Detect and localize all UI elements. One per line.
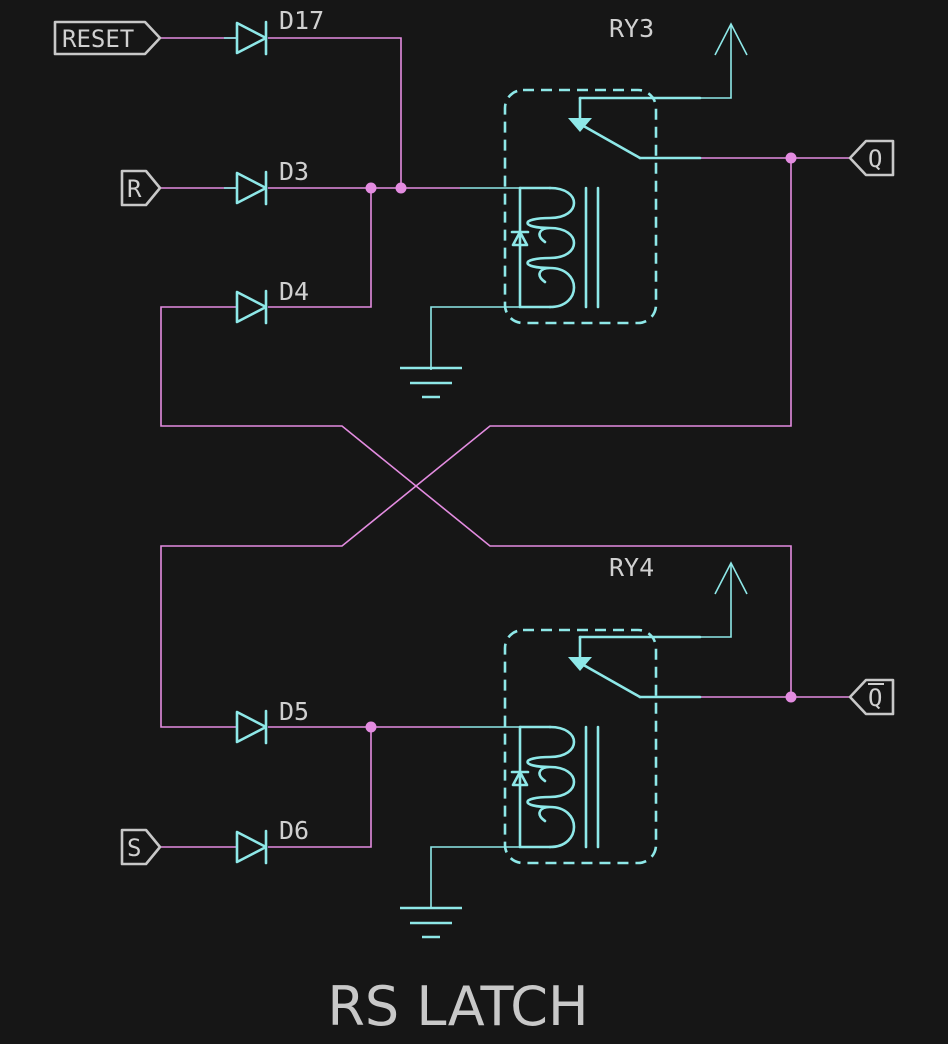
relay-ry4-frame bbox=[503, 628, 658, 865]
wire-q-feedback bbox=[160, 158, 792, 728]
diode-d4-label: D4 bbox=[279, 277, 309, 306]
diode-d3[interactable]: D3 bbox=[224, 157, 309, 206]
diode-d6[interactable]: D6 bbox=[235, 816, 309, 865]
junction-d4 bbox=[365, 182, 377, 194]
port-q-bar[interactable]: Q bbox=[848, 678, 895, 716]
junction-q bbox=[785, 152, 797, 164]
port-reset[interactable]: RESET bbox=[53, 20, 162, 56]
port-q[interactable]: Q bbox=[848, 139, 895, 177]
wire-d17-out bbox=[268, 37, 402, 188]
relay-ry3[interactable]: RY3 bbox=[400, 14, 748, 399]
junction-d6 bbox=[365, 721, 377, 733]
relay-ry3-coil bbox=[526, 186, 576, 309]
relay-ry3-label: RY3 bbox=[609, 14, 654, 43]
diode-d6-label: D6 bbox=[279, 816, 309, 845]
relay-ry3-frame bbox=[503, 88, 658, 325]
wire-d6-out bbox=[268, 727, 372, 848]
wire-d4-in bbox=[160, 306, 792, 697]
port-reset-label: RESET bbox=[62, 25, 134, 53]
diode-d5[interactable]: D5 bbox=[235, 697, 309, 745]
junctions bbox=[365, 152, 797, 733]
junction-qbar bbox=[785, 691, 797, 703]
diode-d17-label: D17 bbox=[279, 6, 324, 35]
diode-d17[interactable]: D17 bbox=[224, 6, 324, 56]
wires bbox=[160, 37, 850, 848]
port-r[interactable]: R bbox=[120, 169, 162, 207]
relay-ry4-coil bbox=[526, 725, 576, 849]
port-s[interactable]: S bbox=[120, 828, 162, 866]
ground-icon bbox=[400, 366, 462, 399]
diode-d3-label: D3 bbox=[279, 157, 309, 186]
relay-ry4[interactable]: RY4 bbox=[400, 553, 748, 939]
port-q-label: Q bbox=[868, 145, 882, 173]
page-title: RS LATCH bbox=[327, 975, 588, 1038]
relay-ry4-label: RY4 bbox=[609, 553, 654, 582]
port-q-bar-label: Q bbox=[868, 684, 882, 712]
ground-icon bbox=[400, 906, 462, 939]
diode-d5-label: D5 bbox=[279, 697, 309, 726]
port-r-label: R bbox=[127, 175, 142, 203]
junction-d17 bbox=[395, 182, 407, 194]
wire-d4-out bbox=[268, 188, 372, 308]
port-s-label: S bbox=[127, 834, 141, 862]
diode-d4[interactable]: D4 bbox=[235, 277, 309, 325]
